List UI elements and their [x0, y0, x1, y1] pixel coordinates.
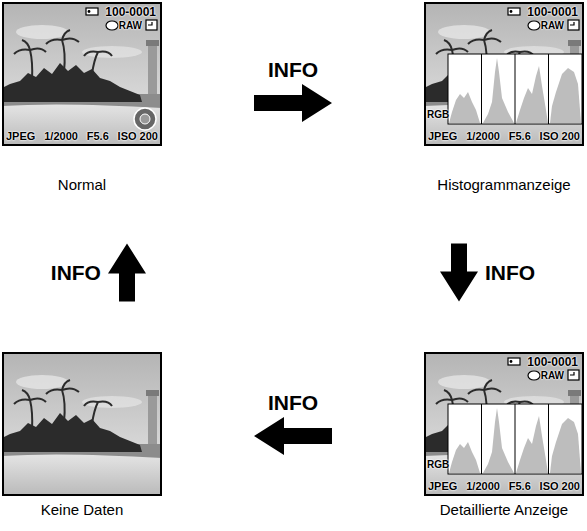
lcd-screen: 100-0001RAW RGB JPEG 1/2000 F5.6 ISO 200 — [424, 2, 584, 146]
info-bar: JPEG 1/2000 F5.6 ISO 200 — [6, 130, 158, 142]
block-arrow — [254, 417, 332, 455]
screen-caption: Keine Daten — [2, 501, 162, 518]
block-arrow — [108, 244, 146, 302]
histogram-label: RGB — [427, 459, 449, 470]
shooting-info: F5.6 — [509, 480, 531, 492]
screen-panel: 100-0001RAW RGB JPEG 1/2000 F5.6 ISO 200Histo… — [424, 2, 584, 193]
shooting-info: ISO 200 — [540, 480, 580, 492]
format-indicator: RAW — [119, 20, 142, 31]
shooting-info: ISO 200 — [540, 130, 580, 142]
shooting-info: 1/2000 — [44, 130, 78, 142]
button-label: INFO — [266, 58, 320, 82]
file-number: 100-0001 — [105, 5, 156, 19]
screen-caption: Normal — [2, 176, 162, 193]
format-indicator: RAW — [541, 370, 564, 381]
shooting-info: 1/2000 — [466, 480, 500, 492]
info-bar: JPEG 1/2000 F5.6 ISO 200 — [428, 130, 580, 142]
block-arrow — [440, 244, 478, 302]
screen-panel: Keine Daten — [2, 352, 162, 518]
button-label: INFO — [49, 261, 103, 285]
histogram-label: RGB — [427, 109, 449, 120]
lcd-screen: 100-0001RAW RGB JPEG 1/2000 F5.6 ISO 200 — [424, 352, 584, 496]
format-indicator: RAW — [541, 20, 564, 31]
block-arrow — [254, 84, 332, 122]
screen-panel: 100-0001RAW RGB JPEG 1/2000 F5.6 ISO 200Detai… — [424, 352, 584, 518]
shooting-info: JPEG — [428, 130, 457, 142]
shooting-info: 1/2000 — [466, 130, 500, 142]
screen-caption: Histogrammanzeige — [424, 176, 584, 193]
shooting-info: ISO 200 — [118, 130, 158, 142]
shooting-info: F5.6 — [87, 130, 109, 142]
info-bar: JPEG 1/2000 F5.6 ISO 200 — [428, 480, 580, 492]
file-number: 100-0001 — [527, 355, 578, 369]
button-label: INFO — [483, 261, 537, 285]
shooting-info: JPEG — [428, 480, 457, 492]
lcd-screen: 100-0001RAW JPEG 1/2000 F5.6 ISO 200 — [2, 2, 162, 146]
screen-caption: Detaillierte Anzeige — [424, 501, 584, 518]
button-label: INFO — [266, 391, 320, 415]
shooting-info: F5.6 — [509, 130, 531, 142]
file-number: 100-0001 — [527, 5, 578, 19]
shooting-info: JPEG — [6, 130, 35, 142]
lcd-screen — [2, 352, 162, 496]
screen-panel: 100-0001RAW JPEG 1/2000 F5.6 ISO 200Normal — [2, 2, 162, 193]
